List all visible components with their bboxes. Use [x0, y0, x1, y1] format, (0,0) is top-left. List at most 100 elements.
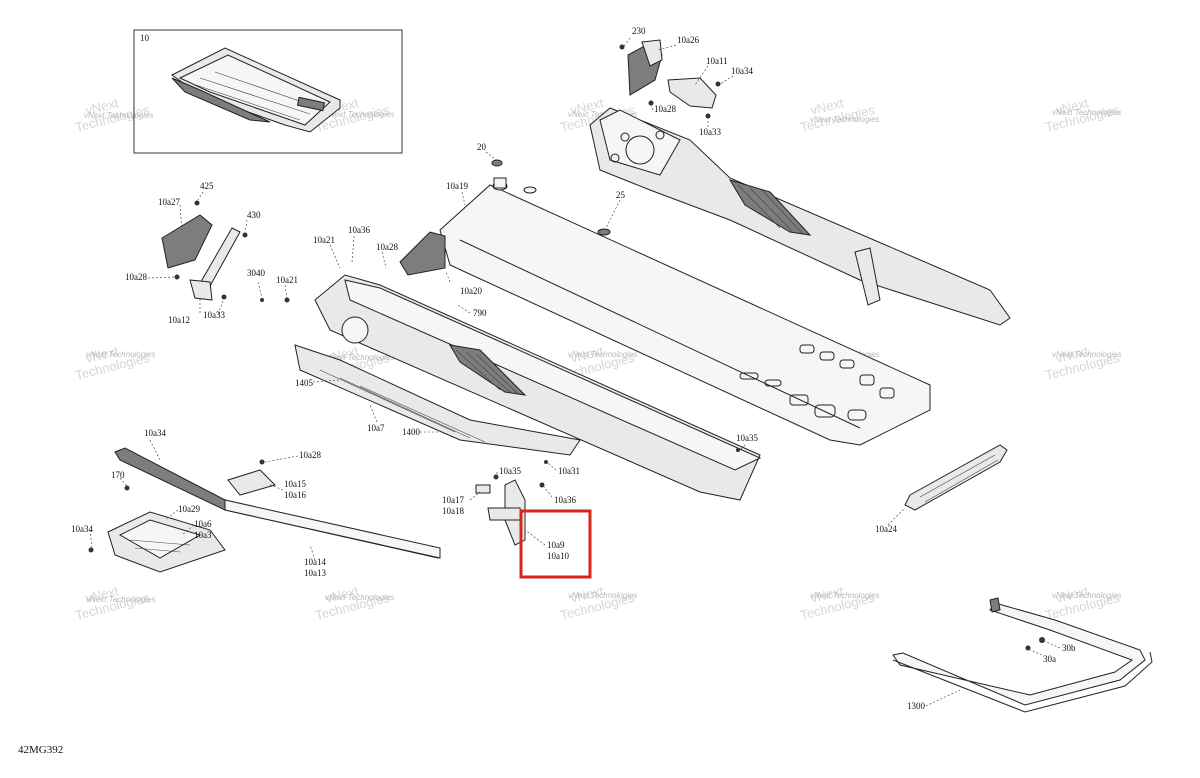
callout-10a18: 10a18: [442, 506, 464, 516]
leader: [623, 37, 631, 47]
leader-lines: [89, 37, 1061, 707]
leader: [309, 544, 316, 561]
leader: [605, 199, 621, 229]
leader: [181, 524, 195, 536]
watermark-small: vNext Technologies: [325, 353, 395, 362]
inset-rail: [171, 77, 271, 123]
bolt: [284, 297, 290, 303]
bumper-end: [989, 597, 1001, 613]
callout-10a28: 10a28: [125, 272, 147, 282]
bolt: [88, 547, 94, 553]
inset-label: 10: [140, 33, 150, 43]
callout-10a16: 10a16: [284, 490, 306, 500]
hitch-flange: [641, 39, 663, 67]
watermark-small: vNext Technologies: [1052, 591, 1122, 600]
callout-1400: 1400: [402, 427, 421, 437]
inset-tunnel-top: [178, 54, 331, 126]
callout-10a12: 10a12: [168, 315, 190, 325]
vent-slats: [737, 184, 803, 234]
callout-430: 430: [247, 210, 261, 220]
callout-10a7: 10a7: [367, 423, 385, 433]
sidewall-hole: [341, 316, 369, 344]
cutout: [819, 351, 835, 361]
cutout: [859, 374, 875, 386]
bolt: [619, 44, 625, 50]
callout-10a36: 10a36: [348, 225, 370, 235]
callout-10a28: 10a28: [654, 104, 676, 114]
hole: [610, 153, 620, 163]
bolt: [736, 448, 740, 452]
bolt: [1025, 645, 1031, 651]
callout-30b: 30b: [1062, 643, 1076, 653]
watermark-small: vNext Technologies: [1052, 108, 1122, 117]
callout-10a15: 10a15: [284, 479, 306, 489]
fitting-body: [493, 177, 507, 189]
callout-10a3: 10a3: [194, 530, 212, 540]
cutout: [764, 379, 782, 387]
watermark-small: vNext Technologies: [568, 591, 638, 600]
leader: [89, 529, 93, 549]
callout-790: 790: [473, 308, 487, 318]
leader: [925, 689, 961, 707]
leader: [312, 379, 341, 383]
callout-230: 230: [632, 26, 646, 36]
left-footrest-plate: [161, 214, 213, 269]
leader: [119, 477, 128, 487]
leader: [197, 191, 204, 201]
tunnel-deck: [439, 184, 931, 446]
leader: [1043, 640, 1061, 649]
watermark-small: vNext Technologies: [86, 595, 156, 604]
callout-10a14: 10a14: [304, 557, 326, 567]
callout-10a13: 10a13: [304, 568, 326, 578]
skid-plate-ribs: [129, 539, 191, 553]
left-footrest-foot: [189, 279, 213, 301]
callout-10a9: 10a9: [547, 540, 565, 550]
callout-10a6: 10a6: [194, 519, 212, 529]
hitch-link: [667, 77, 717, 109]
main-tunnel: [294, 159, 931, 501]
watermark-small: vNext Technologies: [84, 111, 154, 120]
leader: [257, 281, 263, 299]
rear-tunnel-hole: [625, 135, 655, 165]
center-bracket-base: [487, 507, 523, 521]
center-bracket-plate: [475, 484, 491, 494]
callout-10a35: 10a35: [736, 433, 758, 443]
callout-10a31: 10a31: [558, 466, 580, 476]
callout-10a24: 10a24: [875, 524, 897, 534]
leader: [284, 284, 288, 299]
leader: [244, 219, 248, 233]
callout-3040: 3040: [247, 268, 266, 278]
bumper-loop: [892, 602, 1146, 706]
bolt: [539, 482, 545, 488]
leader: [164, 509, 179, 521]
leader: [887, 507, 906, 526]
right-rail-10a24: [736, 444, 1008, 511]
bolt: [174, 274, 180, 280]
bolt: [705, 113, 711, 119]
cutout: [739, 372, 759, 380]
callout-10a19: 10a19: [446, 181, 468, 191]
small-bracket: [227, 469, 276, 496]
rail-10a24-ribs: [919, 454, 999, 503]
bolt: [715, 81, 721, 87]
bolt: [544, 460, 548, 464]
deck-edge: [459, 239, 861, 429]
grommet: [491, 159, 503, 167]
fitting-25: [597, 228, 611, 236]
rear-tunnel-body: [589, 107, 1011, 326]
callout-10a34: 10a34: [731, 66, 753, 76]
cutout: [839, 359, 855, 369]
callout-10a20: 10a20: [460, 286, 482, 296]
inset-assembly: 10: [133, 29, 403, 154]
watermark-small: vNext Technologies: [86, 350, 156, 359]
leader: [179, 204, 183, 231]
bolt: [221, 294, 227, 300]
hole: [655, 130, 665, 140]
callout-10a27: 10a27: [158, 197, 180, 207]
hole: [620, 132, 630, 142]
leader: [1029, 649, 1043, 656]
inset-frame: [133, 29, 403, 154]
callout-10a26: 10a26: [677, 35, 699, 45]
